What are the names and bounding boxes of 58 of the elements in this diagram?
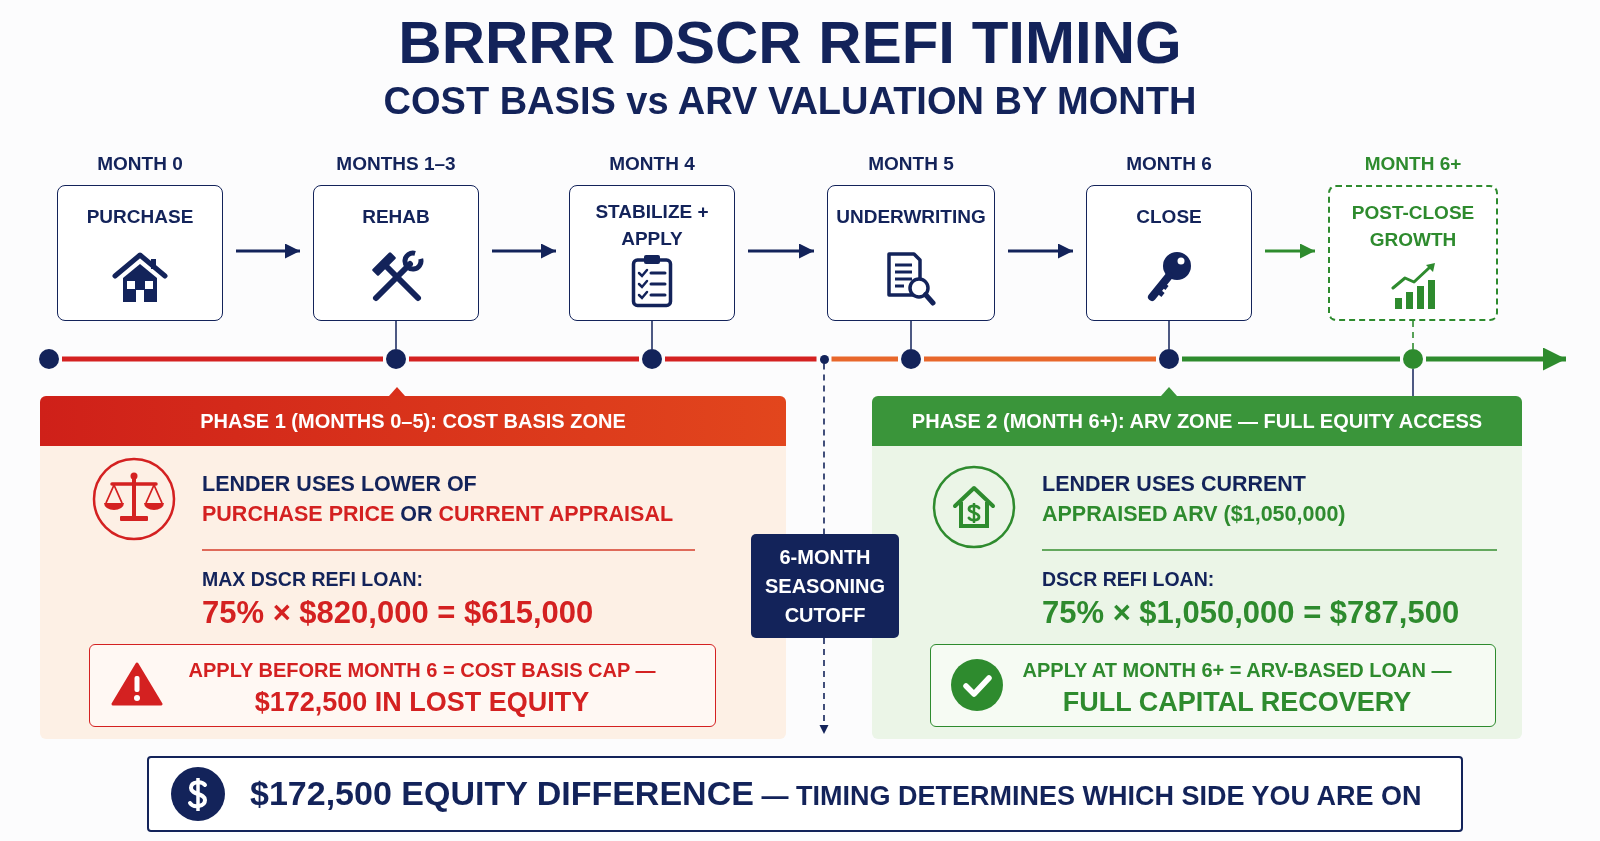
connector-line — [395, 320, 397, 350]
connector-line — [651, 320, 653, 350]
arrow — [1426, 347, 1566, 371]
phase-header: PHASE 1 (MONTHS 0–5): COST BASIS ZONE — [40, 396, 786, 446]
loan-label: MAX DSCR REFI LOAN: — [202, 567, 423, 591]
summary-bar — [147, 756, 1463, 832]
title: BRRRR DSCR REFI TIMING — [398, 13, 1182, 73]
lender-rule: LENDER USES LOWER OF PURCHASE PRICE OR CURRENT APPRAISAL — [202, 471, 674, 528]
summary-text: $172,500 EQUITY DIFFERENCE — TIMING DETERMINES WHICH SIDE YOU ARE ON — [250, 772, 1422, 814]
arrow — [236, 243, 300, 259]
connector-line — [1412, 368, 1414, 397]
connector-line — [1412, 320, 1414, 350]
timeline-dot — [819, 354, 829, 364]
timeline-dot — [39, 349, 59, 369]
loan-formula: 75% × $820,000 = $615,000 — [202, 594, 594, 632]
timeline-dot — [386, 349, 406, 369]
arrow — [1265, 243, 1315, 259]
connector-line — [823, 362, 825, 535]
callout-highlight: $172,500 IN LOST EQUITY — [254, 686, 590, 718]
timeline-dot — [1159, 349, 1179, 369]
callout-text: APPLY AT MONTH 6+ = ARV-BASED LOAN — — [1022, 658, 1452, 683]
month-label: MONTH 5 — [868, 152, 954, 176]
timeline-dot — [1403, 349, 1423, 369]
callout-highlight: FULL CAPITAL RECOVERY — [1062, 686, 1412, 718]
timeline-segment — [665, 356, 817, 362]
lender-rule: LENDER USES CURRENT APPRAISED ARV ($1,050,000) — [1042, 471, 1346, 528]
arrow — [492, 243, 556, 259]
arrow — [748, 243, 814, 259]
timeline-segment — [831, 356, 898, 362]
result-callout — [930, 644, 1496, 727]
timeline-segment — [1182, 356, 1400, 362]
loan-label: DSCR REFI LOAN: — [1042, 567, 1215, 591]
month-label: MONTH 0 — [97, 152, 183, 176]
subtitle: COST BASIS vs ARV VALUATION BY MONTH — [383, 82, 1197, 120]
cutoff-box: 6-MONTH SEASONING CUTOFF — [751, 534, 899, 638]
step-title: STABILIZE + APPLY — [594, 200, 710, 251]
loan-formula: 75% × $1,050,000 = $787,500 — [1042, 594, 1460, 632]
step-title: REHAB — [362, 205, 430, 229]
phase-header: PHASE 2 (MONTH 6+): ARV ZONE — FULL EQUITY ACCESS — [872, 396, 1522, 446]
connector-line — [1168, 320, 1170, 350]
timeline-segment — [924, 356, 1156, 362]
step-title: CLOSE — [1136, 205, 1202, 229]
month-label: MONTH 6 — [1126, 152, 1212, 176]
month-label: MONTH 6+ — [1364, 152, 1462, 176]
arrow — [819, 637, 829, 735]
timeline-dot — [901, 349, 921, 369]
timeline-dot — [642, 349, 662, 369]
timeline-segment — [62, 356, 383, 362]
month-label: MONTH 4 — [609, 152, 695, 176]
month-label: MONTHS 1–3 — [336, 152, 456, 176]
warning-callout — [89, 644, 716, 727]
timeline-segment — [409, 356, 639, 362]
step-title: UNDERWRITING — [836, 205, 986, 229]
step-title: POST-CLOSE GROWTH — [1350, 201, 1476, 252]
step-title: PURCHASE — [86, 205, 194, 229]
connector-line — [910, 320, 912, 350]
callout-text: APPLY BEFORE MONTH 6 = COST BASIS CAP — — [188, 658, 656, 683]
arrow — [1008, 243, 1073, 259]
